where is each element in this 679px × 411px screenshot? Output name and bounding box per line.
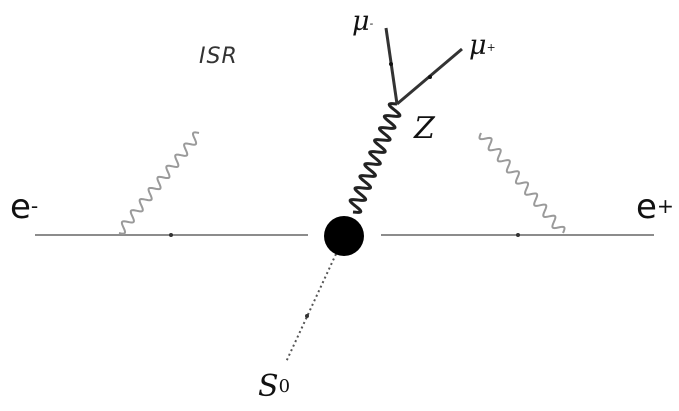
positron-label: e+ xyxy=(636,190,674,224)
scalar-symbol: S xyxy=(258,369,279,404)
positron-charge: + xyxy=(656,193,675,218)
muon-1-label: μ- xyxy=(352,8,373,35)
scalar-label: S0 xyxy=(258,372,290,402)
positron-arrow-dot xyxy=(516,233,520,237)
isr-label: ISR xyxy=(199,46,238,68)
muon-2-symbol: μ xyxy=(469,30,487,61)
isr-photon-right xyxy=(478,132,566,234)
muon-1-arrow-dot xyxy=(389,62,393,66)
scalar-superscript: 0 xyxy=(278,375,291,397)
interaction-vertex xyxy=(324,216,364,256)
isr-photon-left xyxy=(118,131,200,235)
electron-label: e- xyxy=(10,190,38,224)
muon-1-charge: - xyxy=(369,17,374,31)
scalar-arrow-dot xyxy=(305,314,309,318)
muon-2-arrow-dot xyxy=(428,75,432,79)
electron-charge: - xyxy=(30,193,39,218)
positron-symbol: e xyxy=(636,187,657,227)
z-boson-line xyxy=(348,102,402,214)
z-boson-label: Z xyxy=(414,114,435,144)
electron-arrow-dot xyxy=(169,233,173,237)
scalar-line xyxy=(285,253,337,363)
muon-line-1 xyxy=(384,27,399,105)
isr-label-text: ISR xyxy=(199,44,238,69)
electron-symbol: e xyxy=(10,187,31,227)
muon-2-label: μ+ xyxy=(469,32,496,59)
z-boson-label-text: Z xyxy=(414,111,435,146)
muon-1-symbol: μ xyxy=(352,6,370,37)
muon-2-charge: + xyxy=(486,41,496,55)
